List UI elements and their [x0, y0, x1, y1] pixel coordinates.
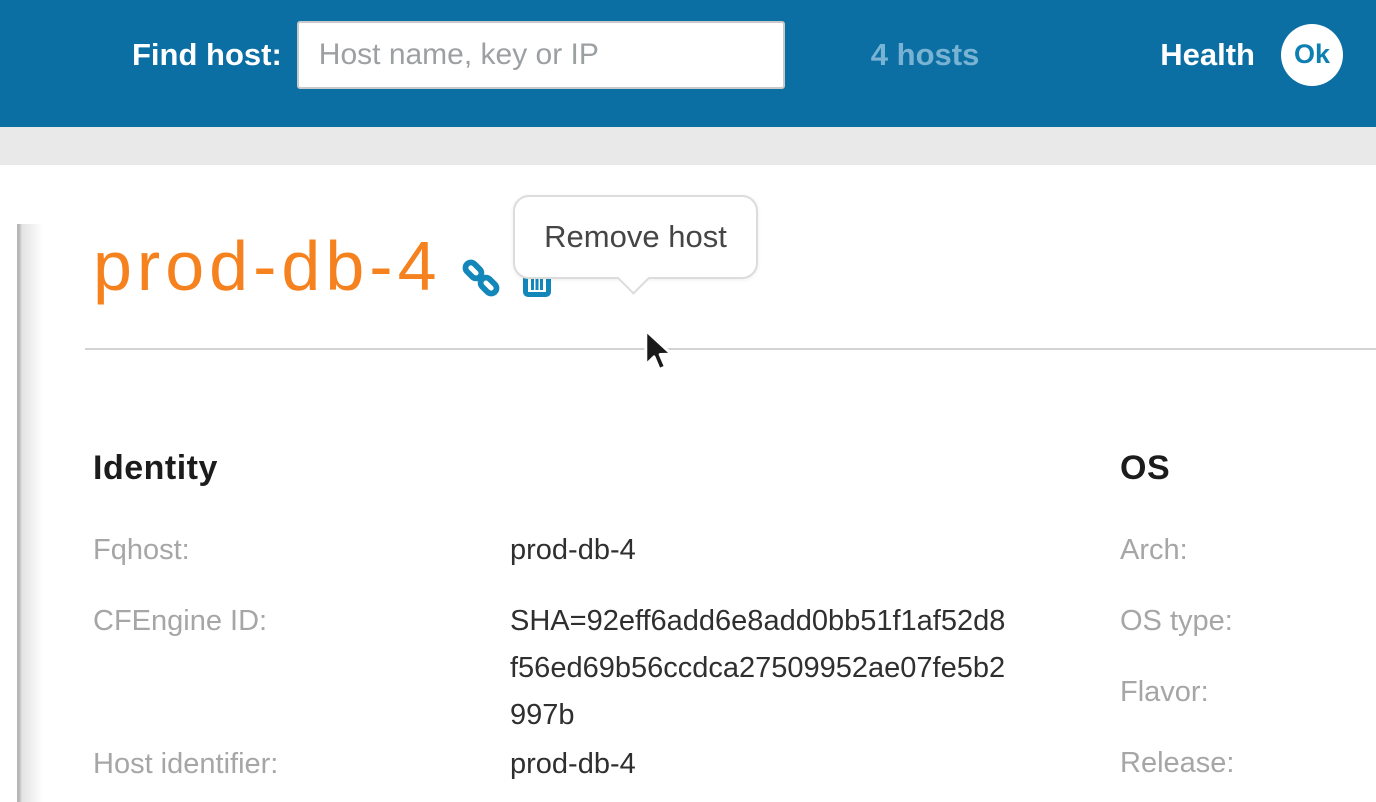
identity-row-fqhost: Fqhost: prod-db-4 [93, 527, 1010, 574]
host-identifier-label: Host identifier: [93, 748, 279, 780]
fqhost-label: Fqhost: [93, 534, 190, 566]
host-search-input[interactable] [296, 20, 785, 89]
identity-section: Identity Fqhost: prod-db-4 CFEngine ID: … [93, 447, 1010, 802]
os-section: OS Arch: OS type: Flavor: Release: [1120, 447, 1376, 802]
os-type-label: OS type: [1120, 605, 1233, 637]
release-label: Release: [1120, 747, 1235, 779]
cfengine-id-label: CFEngine ID: [93, 605, 268, 637]
health-status-badge[interactable]: Ok [1281, 23, 1343, 86]
top-navigation-bar: Find host: 4 hosts Health Ok [0, 0, 1376, 127]
host-info-sections: Identity Fqhost: prod-db-4 CFEngine ID: … [93, 447, 1376, 802]
fqhost-value: prod-db-4 [510, 534, 636, 566]
os-heading: OS [1120, 449, 1171, 487]
identity-heading: Identity [93, 449, 218, 487]
flavor-label: Flavor: [1120, 676, 1209, 708]
subheader-strip [0, 127, 1376, 165]
host-detail-panel: Remove host prod-db-4 [0, 195, 1376, 802]
host-title: prod-db-4 [93, 227, 442, 305]
os-row-flavor: Flavor: [1120, 669, 1376, 716]
section-divider [85, 348, 1376, 350]
identity-row-cfengine-id: CFEngine ID: SHA=92eff6add6e8add0bb51f1a… [93, 598, 1010, 739]
os-row-arch: Arch: [1120, 527, 1376, 574]
mouse-cursor [641, 329, 677, 378]
os-row-os-type: OS type: [1120, 598, 1376, 645]
identity-row-host-identifier: Host identifier: prod-db-4 [93, 741, 1010, 788]
remove-host-tooltip: Remove host [513, 195, 758, 295]
host-identifier-value: prod-db-4 [510, 748, 636, 780]
chain-link-icon [458, 259, 504, 297]
find-host-label: Find host: [132, 36, 282, 72]
os-row-release: Release: [1120, 740, 1376, 787]
arch-label: Arch: [1120, 534, 1188, 566]
hosts-count-link[interactable]: 4 hosts [870, 36, 980, 72]
panel-left-shadow [17, 224, 45, 802]
tooltip-text: Remove host [544, 219, 727, 254]
cfengine-id-value: SHA=92eff6add6e8add0bb51f1af52d8f56ed69b… [510, 605, 1006, 731]
health-indicator: Health Ok [1160, 23, 1376, 86]
health-label: Health [1160, 36, 1255, 72]
copy-link-button[interactable] [458, 259, 504, 297]
